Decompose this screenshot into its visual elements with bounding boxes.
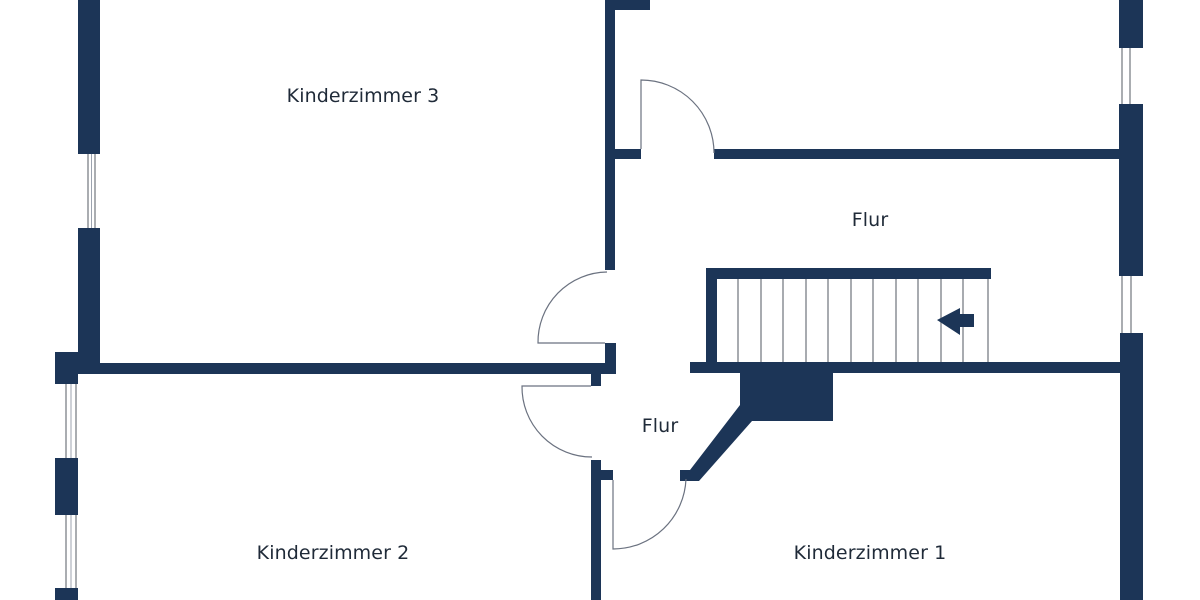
window-icon <box>87 154 96 228</box>
room-label-kinderzimmer-1: Kinderzimmer 1 <box>793 542 947 564</box>
left-wall <box>55 0 100 600</box>
window-icon <box>1121 276 1132 333</box>
window-icon <box>1121 48 1131 104</box>
door-icon <box>521 385 593 458</box>
window-icon <box>65 384 77 458</box>
window-icon <box>65 515 77 588</box>
room-label-flur-lower: Flur <box>641 415 679 437</box>
room-label-flur-upper: Flur <box>851 209 889 231</box>
interior-walls <box>78 0 1120 600</box>
door-icon <box>537 271 608 344</box>
door-icon <box>612 478 687 550</box>
room-label-kinderzimmer-3: Kinderzimmer 3 <box>286 85 440 107</box>
arrow-left-icon <box>937 308 974 335</box>
staircase <box>706 268 991 365</box>
door-icon <box>640 79 715 154</box>
right-wall <box>1119 0 1143 600</box>
room-label-kinderzimmer-2: Kinderzimmer 2 <box>256 542 410 564</box>
